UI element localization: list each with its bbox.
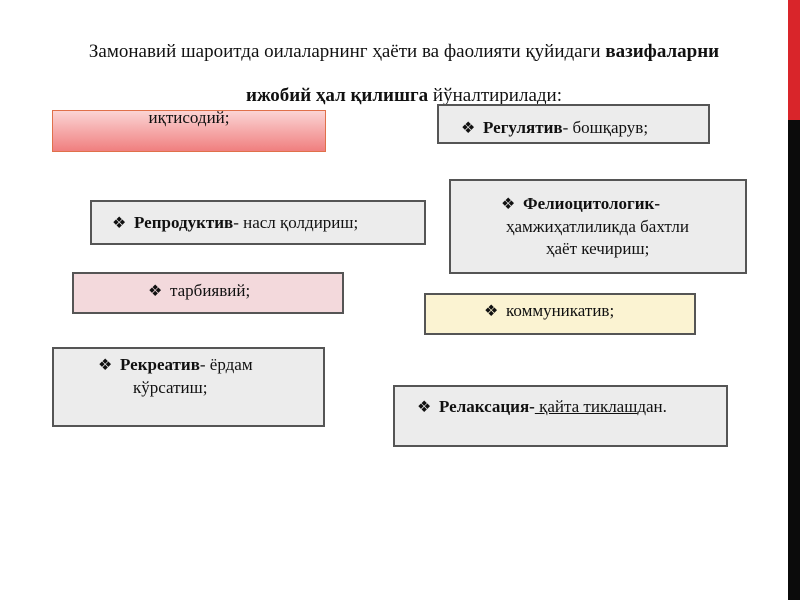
diamond-bullet-icon: ❖ — [98, 357, 113, 374]
diamond-bullet-icon: ❖ — [148, 283, 163, 300]
diamond-bullet-icon: ❖ — [112, 215, 127, 232]
function-desc-regulative: - бошқарув; — [562, 118, 649, 137]
function-label-educational: тарбиявий; — [170, 281, 251, 300]
function-term-reproductive: Репродуктив — [134, 213, 234, 232]
function-term-relaxation: Релаксация — [439, 397, 530, 416]
accent-bar-red — [788, 0, 800, 120]
diamond-bullet-icon: ❖ — [501, 196, 516, 213]
diamond-bullet-icon: ❖ — [484, 303, 499, 320]
function-desc-felicitological-line3: ҳаёт кечириш; — [546, 239, 650, 258]
heading-text-2: йўналтирилади: — [428, 85, 562, 106]
function-desc-recreative-line2: кўрсатиш; — [133, 378, 208, 397]
function-term-felicitological: Фелиоцитологик — [523, 194, 655, 213]
function-label-economic: иқтисодий; — [148, 108, 230, 127]
function-box-economic: иқтисодий; — [52, 108, 326, 152]
diamond-bullet-icon: ❖ — [461, 120, 476, 137]
heading-bold-2: ижобий ҳал қилишга — [246, 85, 429, 106]
function-dash-felicitological: - — [654, 194, 660, 213]
function-box-reproductive: ❖ Репродуктив- насл қолдириш; — [90, 200, 426, 245]
function-term-regulative: Регулятив — [483, 118, 563, 137]
diamond-bullet-icon: ❖ — [417, 399, 432, 416]
function-term-recreative: Рекреатив — [120, 355, 200, 374]
function-box-relaxation: ❖ Релаксация- қайта тиклашдан. — [393, 385, 728, 447]
heading-text-1: Замонавий шароитда оилаларнинг ҳаёти ва … — [88, 41, 606, 62]
function-box-recreative: ❖ Рекреатив- ёрдам кўрсатиш; — [52, 347, 325, 427]
function-desc-felicitological-line2: ҳамжиҳатлиликда бахтли — [506, 217, 689, 236]
function-desc-recreative: - ёрдам — [199, 355, 253, 374]
accent-bar-black — [788, 120, 800, 600]
function-box-regulative: ❖ Регулятив- бошқарув; — [437, 104, 710, 144]
function-label-communicative: коммуникатив; — [506, 301, 615, 320]
function-box-felicitological: ❖Фелиоцитологик- ҳамжиҳатлиликда бахтли … — [449, 179, 747, 274]
heading-bold-1: вазифаларни — [605, 41, 720, 62]
function-box-communicative: ❖ коммуникатив; — [424, 293, 696, 335]
function-desc-reproductive: - насл қолдириш; — [233, 213, 359, 232]
function-desc-relaxation-underlined: қайта тиклаш — [534, 397, 638, 416]
slide-heading: Замонавий шароитда оилаларнинг ҳаёти ва … — [20, 30, 788, 118]
function-box-educational: ❖ тарбиявий; — [72, 272, 344, 314]
function-desc-relaxation-rest: дан. — [637, 397, 667, 416]
function-dash-relaxation: - — [529, 397, 535, 416]
